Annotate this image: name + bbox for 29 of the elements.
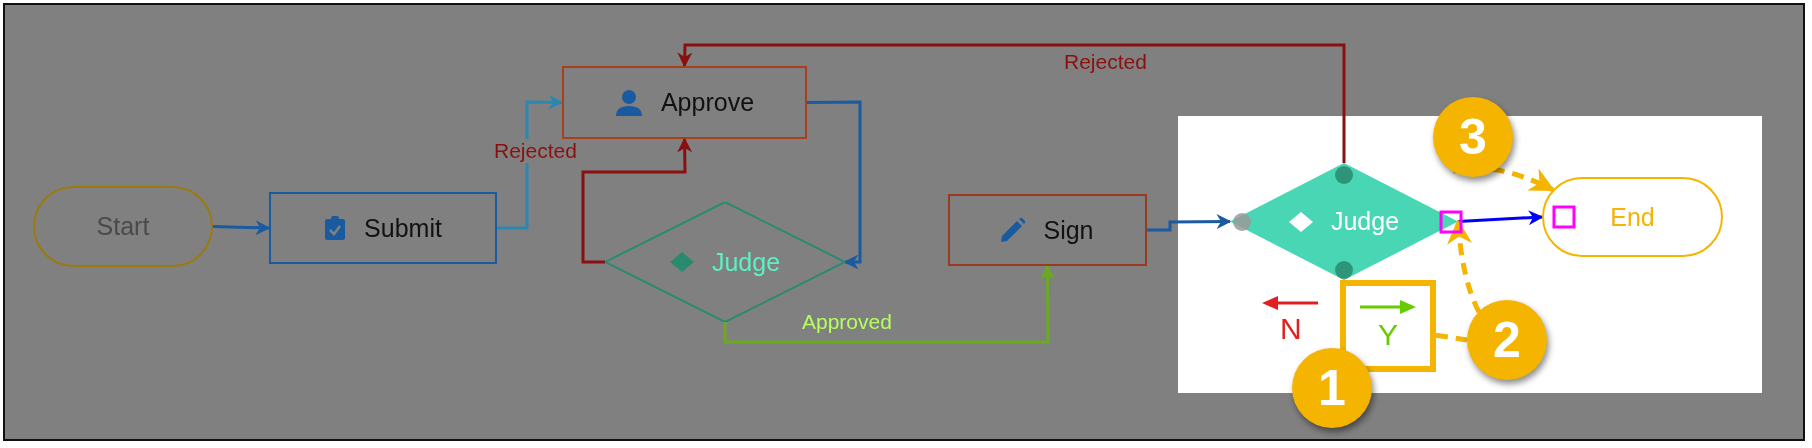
terminal-pill (33, 186, 213, 267)
connector-line (1435, 332, 1468, 343)
arrow (723, 264, 1056, 344)
node-label: Y (1378, 318, 1398, 352)
callout-number: 3 (1459, 108, 1487, 166)
callout-number: 2 (1493, 311, 1521, 369)
node-label: Submit (364, 213, 442, 243)
process-box (269, 192, 497, 264)
node-label: Sign (1043, 215, 1094, 245)
arrow (807, 100, 862, 270)
process-box (1340, 280, 1436, 372)
arrow (1147, 214, 1232, 232)
arrow (677, 43, 1346, 163)
node-label: End (1610, 202, 1655, 232)
arrow (1447, 219, 1482, 314)
node-label: Judge (711, 247, 781, 277)
arrow (497, 94, 564, 230)
arrow (581, 137, 693, 264)
option-label: N (1280, 312, 1302, 346)
process-box (948, 194, 1147, 266)
decision-diamond (1230, 163, 1458, 280)
arrow (212, 220, 271, 236)
edge-label: Rejected (492, 139, 579, 163)
arrow (1457, 210, 1544, 226)
node-label: Judge (1330, 207, 1400, 236)
terminal-pill (1542, 177, 1723, 257)
node-label: Approve (660, 88, 755, 117)
process-box (562, 66, 807, 139)
callout-number: 1 (1318, 359, 1346, 417)
